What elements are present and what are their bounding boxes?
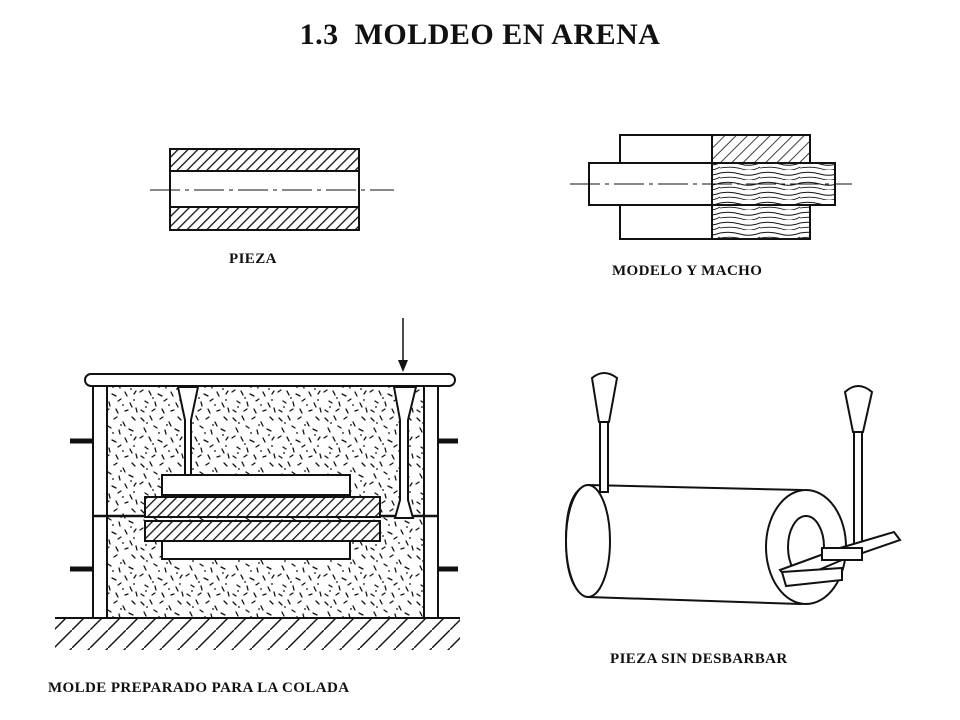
modelo-macho-drawing xyxy=(570,134,852,240)
caption-molde-preparado: MOLDE PREPARADO PARA LA COLADA xyxy=(48,680,350,696)
molde-drawing xyxy=(55,318,460,650)
page-title: 1.3 MOLDEO EN ARENA xyxy=(299,18,661,51)
pieza-section-drawing xyxy=(150,148,394,231)
caption-modelo-y-macho: MODELO Y MACHO xyxy=(612,263,763,279)
pieza-sin-desbarbar-drawing xyxy=(564,372,902,606)
caption-pieza-sin-desbarbar: PIEZA SIN DESBARBAR xyxy=(610,651,788,667)
caption-pieza: PIEZA xyxy=(229,251,277,267)
